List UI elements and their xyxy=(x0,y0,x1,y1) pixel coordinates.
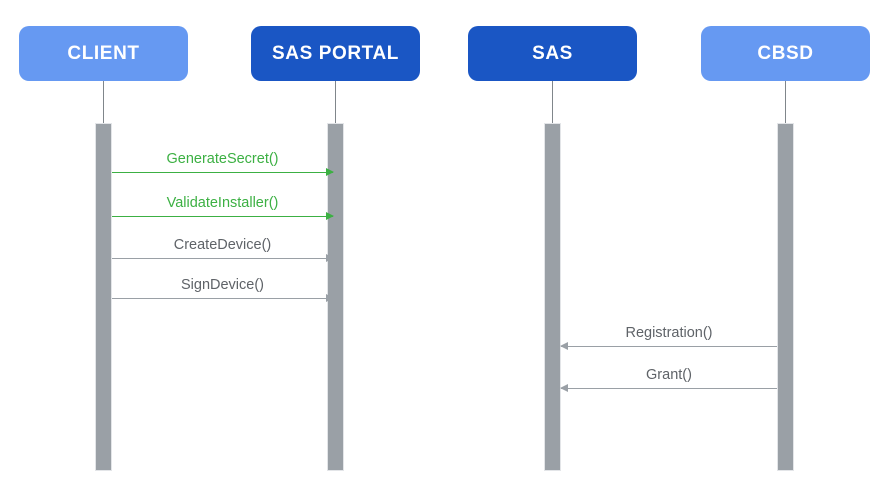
message-label-validate-installer: ValidateInstaller() xyxy=(166,195,279,211)
message-generate-secret[interactable]: GenerateSecret() xyxy=(112,151,334,176)
participant-box-client[interactable]: CLIENT xyxy=(19,26,188,81)
activation-bar-cbsd xyxy=(777,123,794,471)
activation-bar-client xyxy=(95,123,112,471)
participant-box-sas-portal[interactable]: SAS PORTAL xyxy=(251,26,420,81)
arrow-head-icon xyxy=(326,212,334,220)
message-create-device[interactable]: CreateDevice() xyxy=(112,237,334,262)
message-label-create-device: CreateDevice() xyxy=(173,237,272,253)
participant-label-client: CLIENT xyxy=(67,42,140,64)
message-line xyxy=(112,258,333,259)
participant-label-sas-portal: SAS PORTAL xyxy=(271,42,400,64)
arrow-head-icon xyxy=(560,342,568,350)
message-validate-installer[interactable]: ValidateInstaller() xyxy=(112,195,334,220)
message-line xyxy=(561,346,777,347)
message-registration[interactable]: Registration() xyxy=(560,325,777,350)
activation-bar-sas xyxy=(544,123,561,471)
message-label-registration: Registration() xyxy=(625,325,713,341)
message-line xyxy=(112,298,333,299)
arrow-head-icon xyxy=(326,168,334,176)
message-sign-device[interactable]: SignDevice() xyxy=(112,277,334,302)
message-label-generate-secret: GenerateSecret() xyxy=(166,151,279,167)
lifeline-sas xyxy=(552,81,553,125)
participant-label-cbsd: CBSD xyxy=(757,42,814,64)
participant-box-cbsd[interactable]: CBSD xyxy=(701,26,870,81)
arrow-head-icon xyxy=(560,384,568,392)
arrow-head-icon xyxy=(326,294,334,302)
participant-label-sas: SAS xyxy=(532,42,573,64)
participant-box-sas[interactable]: SAS xyxy=(468,26,637,81)
lifeline-client xyxy=(103,81,104,125)
lifeline-cbsd xyxy=(785,81,786,125)
message-grant[interactable]: Grant() xyxy=(560,367,777,392)
lifeline-sas-portal xyxy=(335,81,336,125)
message-line xyxy=(112,216,333,217)
arrow-head-icon xyxy=(326,254,334,262)
message-label-grant: Grant() xyxy=(646,367,692,383)
message-line xyxy=(112,172,333,173)
message-line xyxy=(561,388,777,389)
message-label-sign-device: SignDevice() xyxy=(181,277,264,293)
